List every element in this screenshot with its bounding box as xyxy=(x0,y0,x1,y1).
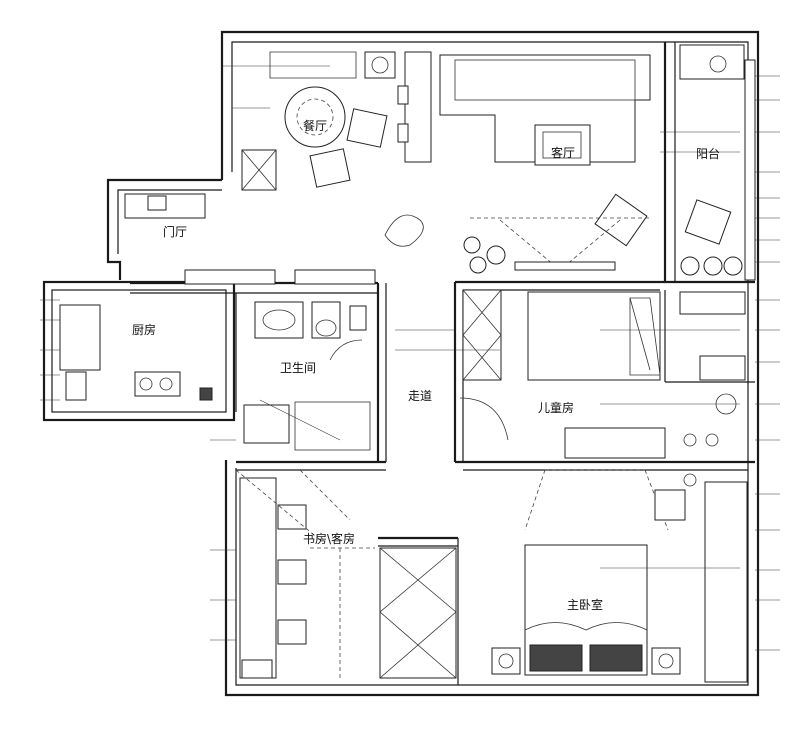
bathroom-fixtures xyxy=(243,301,371,451)
kids-room-fixtures xyxy=(459,289,746,459)
dining-set xyxy=(241,51,432,191)
room-label-bathroom: 卫生间 xyxy=(280,361,316,375)
room-label-kids-room: 儿童房 xyxy=(538,400,574,415)
room-label-foyer: 门厅 xyxy=(163,224,187,239)
master-fixtures xyxy=(491,469,748,683)
kitchen-fixtures xyxy=(59,304,213,401)
outer-walls xyxy=(42,30,760,697)
room-label-balcony: 阳台 xyxy=(696,146,720,161)
room-label-master-bedroom: 主卧室 xyxy=(567,597,603,612)
study-fixtures xyxy=(235,469,457,679)
room-label-dining: 餐厅 xyxy=(303,118,327,133)
interior-walls xyxy=(130,42,755,685)
room-label-corridor: 走道 xyxy=(408,389,432,403)
room-label-study-guest: 书房\客房 xyxy=(303,531,355,546)
foyer-items xyxy=(124,193,743,285)
living-set xyxy=(439,54,732,271)
room-label-living: 客厅 xyxy=(551,145,575,160)
dimension-leaders xyxy=(40,65,780,651)
room-label-kitchen: 厨房 xyxy=(132,322,156,337)
balcony-fixtures xyxy=(679,44,756,281)
